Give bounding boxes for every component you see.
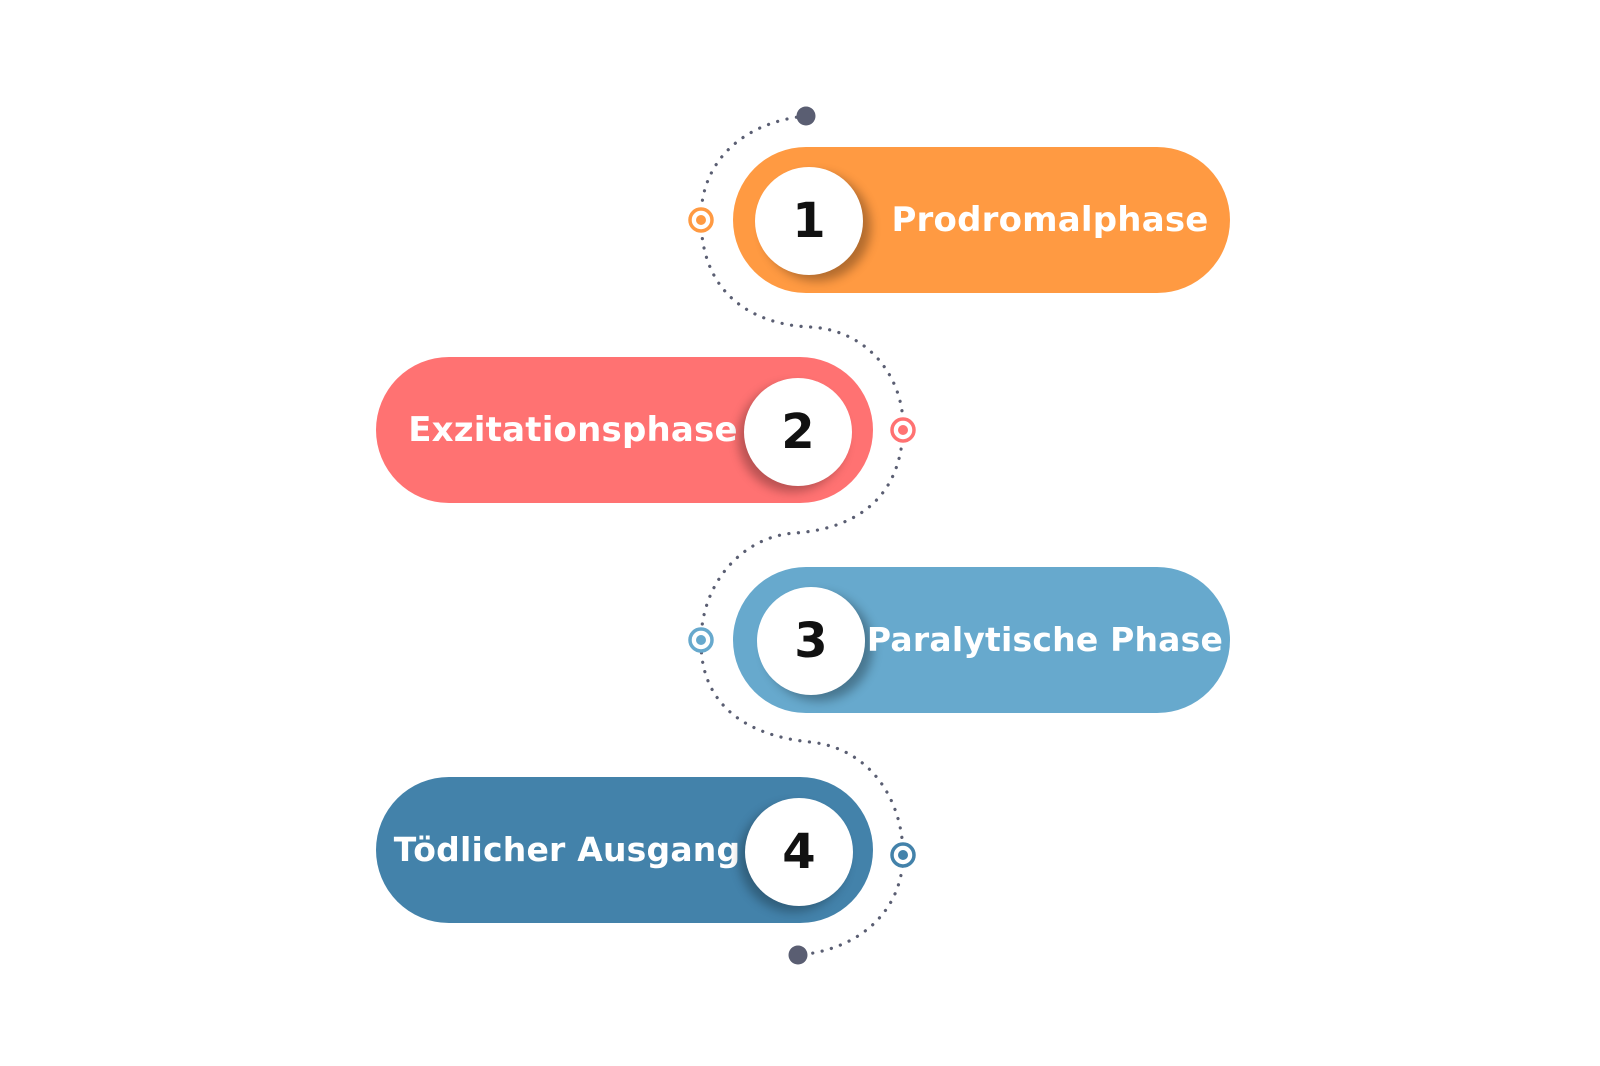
step-label-1: Prodromalphase	[891, 200, 1209, 240]
step-pill-4: Tödlicher Ausgang 4	[376, 777, 873, 923]
step-label-4: Tödlicher Ausgang	[393, 830, 741, 869]
step-pill-2: Exzitationsphase 2	[376, 357, 873, 503]
node-ring-icon-2	[890, 417, 916, 443]
step-label-3: Paralytische Phase	[866, 620, 1224, 659]
step-number-1: 1	[755, 167, 863, 275]
step-number-2: 2	[744, 378, 852, 486]
start-dot-icon	[796, 106, 816, 126]
step-pill-3: 3 Paralytische Phase	[733, 567, 1230, 713]
step-pill-1: 1 Prodromalphase	[733, 147, 1230, 293]
step-number-3: 3	[757, 587, 865, 695]
node-ring-icon-4	[890, 842, 916, 868]
node-ring-icon-3	[688, 627, 714, 653]
step-label-2: Exzitationsphase	[408, 410, 738, 450]
end-dot-icon	[788, 945, 808, 965]
node-ring-icon-1	[688, 207, 714, 233]
step-number-4: 4	[745, 798, 853, 906]
